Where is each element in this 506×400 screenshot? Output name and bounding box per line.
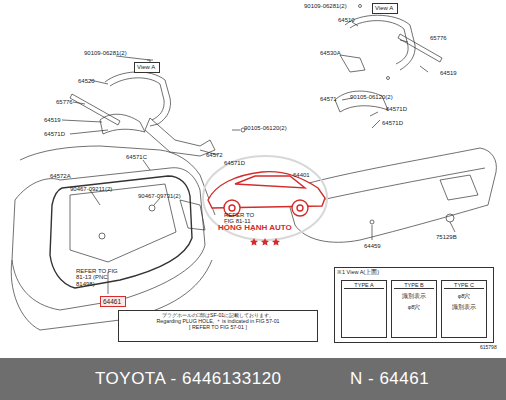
box-text: φ8穴: [444, 293, 484, 299]
box-text: Regarding PLUG HOLE, ＊ is indicated in F…: [121, 318, 315, 324]
callout-number: 64519: [44, 117, 61, 123]
box-text: φ8穴: [394, 304, 434, 310]
bolt: [359, 5, 362, 8]
callout-number: 64572: [206, 152, 223, 158]
callout-number: 90109-06281(2): [304, 3, 347, 9]
leader-line: [300, 180, 455, 240]
box-heading: ※1 View A(上面): [337, 269, 491, 275]
bumper-pad: [446, 214, 454, 222]
callout-number: 64510: [338, 17, 355, 23]
callout-number: 64571D: [382, 120, 403, 126]
callout-number: 90109-06281(2): [84, 50, 127, 56]
trunk-opening: [12, 168, 205, 310]
callout-number: 64571D: [224, 160, 245, 166]
callout-number: 64520: [78, 78, 95, 84]
car-body-outline: [20, 146, 215, 215]
emblem: [370, 220, 374, 224]
callout-number: 90105-06120(2): [244, 125, 287, 131]
leader-line: [62, 56, 218, 170]
box-heading: TYPE B: [394, 282, 434, 289]
tail-light: [180, 200, 205, 230]
box-text: 識別表示: [444, 304, 484, 310]
part-highlight: 64461: [100, 296, 126, 307]
callout-number: 64459: [364, 243, 381, 249]
callout-number: 90467-09731(2): [138, 193, 181, 199]
box-heading: プラグホールの□部はSF-01に記載しております。: [121, 312, 315, 318]
box-heading: TYPE A: [344, 282, 384, 289]
bolt: [387, 77, 390, 80]
tail-light: [440, 175, 478, 200]
box-text: 識別表示: [394, 293, 434, 299]
callout-number: 65776: [56, 99, 73, 105]
view-tag: View A: [372, 3, 398, 14]
callout-number: 64572A: [50, 173, 71, 179]
leader-line: [232, 130, 240, 131]
hinge-bracket: [145, 118, 215, 156]
hinge-arm: [110, 78, 164, 120]
callout-number: 64571D: [386, 106, 407, 112]
box-text: [ REFER TO FIG 57-01 ]: [121, 324, 315, 330]
hinge-bracket: [340, 55, 365, 72]
callout-number: 64401: [293, 172, 310, 178]
callout-number: 64519: [440, 70, 457, 76]
type-box: TYPE A: [341, 280, 387, 338]
hinge-base: [100, 114, 145, 134]
type-box: TYPE B 識別表示 φ8穴: [391, 280, 437, 338]
callout-number: 75129B: [436, 234, 457, 240]
box-heading: TYPE C: [444, 282, 484, 289]
note-box: プラグホールの□部はSF-01に記載しております。Regarding PLUG …: [118, 310, 318, 342]
callout-number: 90467-09211(2): [70, 186, 112, 192]
callout-number: 615798: [480, 345, 497, 350]
callout-number: REFER TO FIG 81-13 (PNC 81498): [76, 268, 124, 287]
view-panel: ※1 View A(上面) TYPE A TYPE B 識別表示 φ8穴 TYPE C φ8…: [334, 267, 494, 343]
callout-number: 64571D: [44, 131, 65, 137]
plug-hole: [99, 233, 105, 239]
callout-number: REFER TO FIG 81-11: [224, 212, 260, 225]
hinge-arm: [345, 15, 415, 70]
callout-number: 65776: [430, 35, 447, 41]
watermark: HỒNG HẠNH AUTO: [218, 224, 292, 232]
callout-number: 64571C: [126, 154, 147, 160]
type-box: TYPE C φ8穴識別表示: [441, 280, 487, 338]
part-number-caption: TOYOTA - 6446133120: [95, 370, 282, 388]
callout-number: 64571: [320, 96, 337, 102]
callout-number: 90105-06120(2): [350, 94, 393, 100]
box-heading: View A: [137, 64, 157, 71]
part-number-caption: N - 64461: [350, 370, 429, 388]
weatherstrip: [50, 176, 192, 288]
watermark-stars: [250, 238, 280, 246]
box-heading: View A: [375, 5, 395, 12]
plug-hole: [149, 205, 155, 211]
box-heading: 64461: [103, 298, 123, 305]
leader-line: [342, 22, 428, 128]
callout-number: 64530A: [320, 50, 341, 56]
watermark-logo: [203, 156, 327, 240]
torsion-rod: [70, 94, 120, 125]
view-tag: View A: [134, 62, 160, 73]
